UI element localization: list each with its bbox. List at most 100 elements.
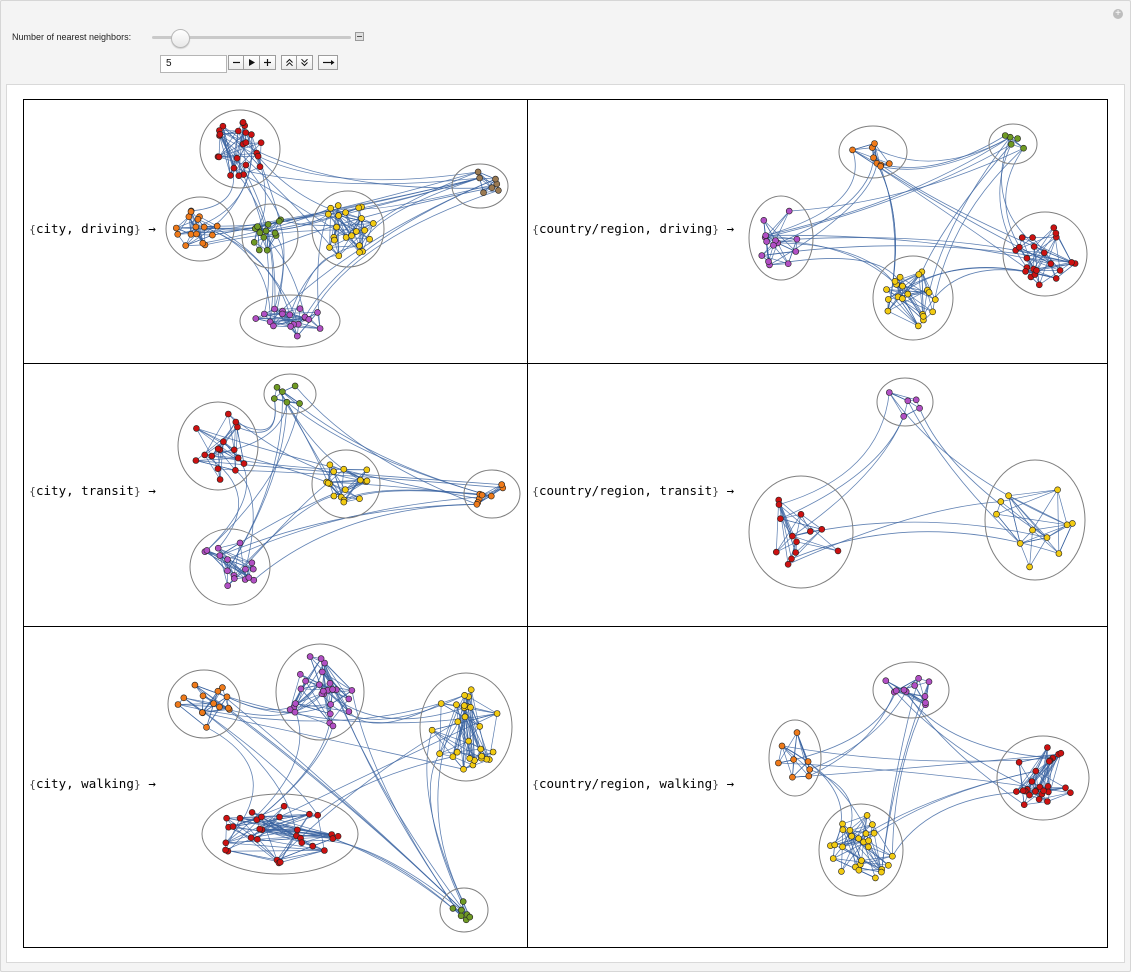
graph-node xyxy=(834,547,842,555)
graph-node xyxy=(997,498,1005,505)
graph-node xyxy=(466,913,474,921)
graph-node xyxy=(276,813,283,821)
graph-node xyxy=(900,412,907,420)
graph-node xyxy=(327,701,334,708)
graph-node xyxy=(454,718,462,725)
graph-node xyxy=(871,140,878,147)
graph-node xyxy=(869,821,876,828)
graph-node xyxy=(216,703,223,711)
graph-node xyxy=(317,655,325,662)
graph-node xyxy=(230,446,238,454)
graph-node xyxy=(831,841,838,849)
slider-options-toggle-icon[interactable] xyxy=(355,32,364,41)
graph-node xyxy=(457,912,465,920)
faster-icon[interactable] xyxy=(281,55,297,70)
graph-node xyxy=(199,692,207,700)
graph-node xyxy=(775,759,782,767)
graph-node xyxy=(1030,243,1038,250)
cluster-hull xyxy=(199,109,281,189)
graph-node xyxy=(863,812,871,819)
graph-node xyxy=(348,687,356,694)
slower-icon[interactable] xyxy=(297,55,313,70)
plus-icon[interactable] xyxy=(260,55,276,70)
graph-node xyxy=(899,282,906,290)
graph-edges xyxy=(761,135,1076,327)
graph-node xyxy=(839,843,846,851)
graph-node xyxy=(262,227,270,235)
graph-node xyxy=(473,501,481,508)
play-icon[interactable] xyxy=(244,55,260,70)
graph-node xyxy=(329,835,337,842)
graph-node xyxy=(256,163,264,171)
direction-icon[interactable] xyxy=(318,55,338,70)
neighbors-slider-track[interactable] xyxy=(152,36,351,39)
graph-node xyxy=(792,248,800,255)
graph-node xyxy=(489,748,497,756)
graph-node xyxy=(762,232,770,239)
graph-node xyxy=(182,242,190,249)
graph-node xyxy=(1001,132,1009,139)
graph-node xyxy=(899,295,906,302)
graph-node xyxy=(361,227,368,234)
graph-grid xyxy=(23,99,1108,948)
graph-node xyxy=(449,753,457,760)
graph-node xyxy=(193,230,200,238)
graph-node xyxy=(465,737,472,745)
graph-node xyxy=(466,755,474,762)
graph-node xyxy=(492,175,499,183)
graph-node xyxy=(363,466,371,474)
graph-node xyxy=(877,162,884,170)
cluster-hull xyxy=(165,196,235,262)
graph-node xyxy=(294,332,301,340)
cluster-hull xyxy=(167,669,241,739)
neighbors-value-field[interactable]: 5 xyxy=(160,55,227,73)
graph-node xyxy=(345,708,353,715)
minus-icon[interactable] xyxy=(228,55,244,70)
graph-node xyxy=(232,418,240,426)
graph-node xyxy=(203,724,210,731)
graph-node xyxy=(250,565,257,573)
neighbors-slider-thumb[interactable] xyxy=(171,29,190,48)
graph-node xyxy=(1007,140,1015,148)
graph-node xyxy=(476,723,484,730)
graph-node xyxy=(271,395,278,402)
graph-node xyxy=(911,682,918,689)
graph-node xyxy=(916,404,923,412)
graph-node xyxy=(286,311,294,319)
add-icon[interactable]: + xyxy=(1113,9,1123,19)
graph-node xyxy=(214,445,222,453)
cluster-hull xyxy=(1002,211,1088,297)
graph-node xyxy=(305,316,313,323)
graph-node xyxy=(348,232,355,239)
graph-node xyxy=(192,223,200,231)
graph-node xyxy=(296,305,304,312)
graph-node xyxy=(839,820,846,828)
cluster-hull xyxy=(984,459,1086,581)
graph-node xyxy=(1067,789,1074,796)
graph-city-driving xyxy=(165,109,509,348)
graph-node xyxy=(777,515,784,522)
graph-nodes xyxy=(192,382,507,589)
graph-node xyxy=(921,693,929,700)
graph-node xyxy=(884,307,892,315)
graph-node xyxy=(896,273,904,281)
graph-node xyxy=(1029,234,1036,241)
graph-node xyxy=(191,681,199,689)
graph-node xyxy=(818,526,826,533)
graph-node xyxy=(932,296,939,303)
graph-node xyxy=(1052,229,1060,237)
graph-node xyxy=(363,477,371,485)
cluster-hull xyxy=(177,401,259,491)
cluster-hulls xyxy=(167,643,513,933)
graph-node xyxy=(1052,275,1060,282)
graph-node xyxy=(257,139,265,147)
graph-node xyxy=(855,866,863,874)
graph-node xyxy=(1044,798,1051,805)
graph-node xyxy=(498,481,506,488)
cluster-hull xyxy=(439,887,489,933)
graph-node xyxy=(788,555,795,563)
graph-node xyxy=(478,752,485,760)
graph-node xyxy=(929,308,936,316)
graph-node xyxy=(326,679,334,687)
label-country-transit: {country/region, transit} → xyxy=(532,483,735,498)
